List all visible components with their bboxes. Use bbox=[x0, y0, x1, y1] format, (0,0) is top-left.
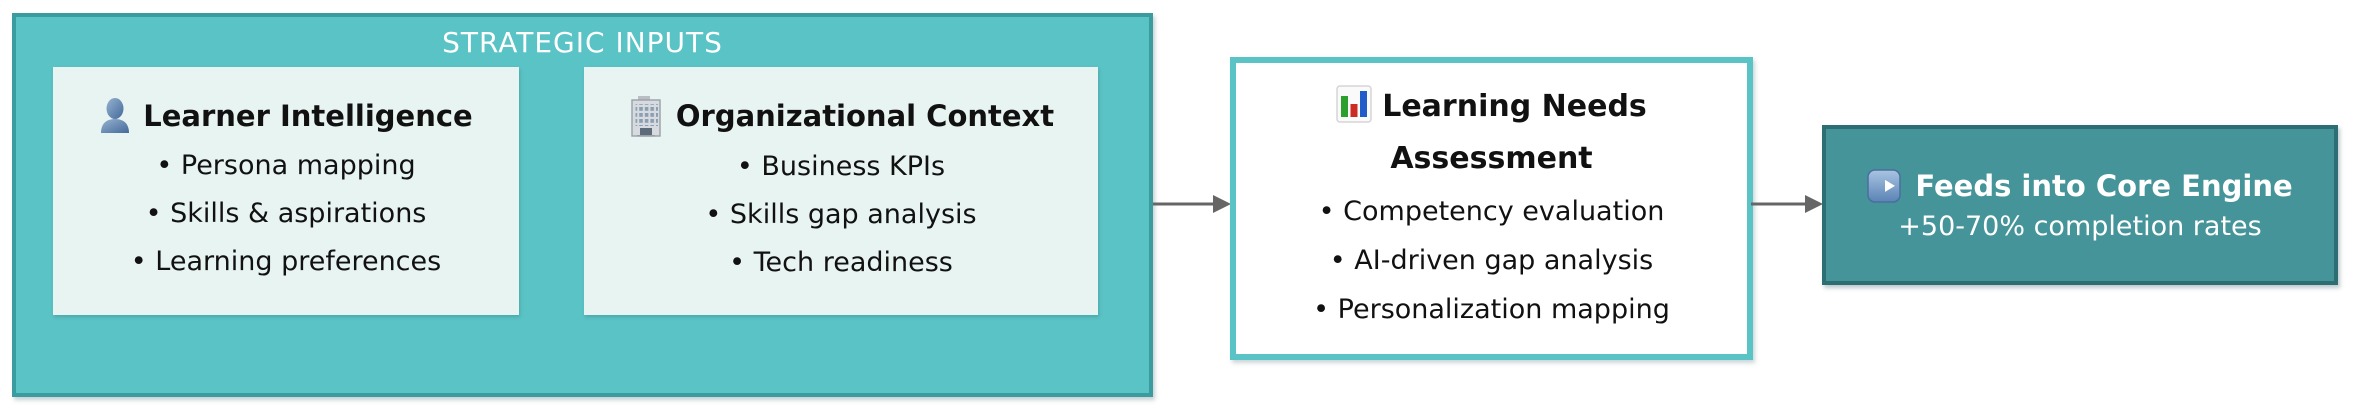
learner-intelligence-title: Learner Intelligence bbox=[143, 99, 473, 133]
organizational-context-title-row: Organizational Context bbox=[628, 95, 1054, 137]
organizational-context-bullets: Business KPIs Skills gap analysis Tech r… bbox=[705, 143, 977, 287]
bullet-item: Tech readiness bbox=[705, 239, 976, 287]
core-engine-box: Feeds into Core Engine +50-70% completio… bbox=[1822, 125, 2338, 285]
organizational-context-title: Organizational Context bbox=[675, 99, 1055, 133]
bar-chart-icon bbox=[1336, 84, 1372, 136]
bullet-item: Persona mapping bbox=[131, 142, 441, 190]
organizational-context-box: Organizational Context Business KPIs Ski… bbox=[584, 67, 1098, 315]
learning-needs-assessment-bullets: Competency evaluation AI-driven gap anal… bbox=[1313, 187, 1670, 334]
bullet-item: Skills gap analysis bbox=[705, 191, 977, 239]
arrow-inputs-to-assessment bbox=[1153, 192, 1233, 216]
bullet-item: Skills & aspirations bbox=[131, 190, 441, 238]
core-engine-title: Feeds into Core Engine bbox=[1915, 168, 2293, 203]
learning-needs-assessment-box: Learning Needs Assessment Competency eva… bbox=[1230, 57, 1753, 360]
learning-needs-assessment-title-text: Learning Needs Assessment bbox=[1382, 88, 1647, 176]
bullet-item: Learning preferences bbox=[131, 238, 441, 286]
learning-needs-assessment-title: Learning Needs Assessment bbox=[1312, 84, 1672, 181]
core-engine-title-row: Feeds into Core Engine bbox=[1867, 168, 2293, 203]
bullet-item: Competency evaluation bbox=[1313, 187, 1670, 236]
arrow-assessment-to-core-engine bbox=[1751, 192, 1825, 216]
office-building-icon bbox=[628, 95, 664, 137]
arrow-right-button-icon bbox=[1867, 168, 1902, 203]
bullet-item: AI-driven gap analysis bbox=[1313, 236, 1670, 285]
learner-intelligence-title-row: Learner Intelligence bbox=[99, 96, 473, 136]
bullet-item: Business KPIs bbox=[705, 143, 976, 191]
learner-intelligence-box: Learner Intelligence Persona mapping Ski… bbox=[53, 67, 519, 315]
bullet-item: Personalization mapping bbox=[1313, 285, 1670, 334]
person-icon bbox=[99, 97, 131, 135]
core-engine-subtitle: +50-70% completion rates bbox=[1898, 210, 2262, 242]
strategic-inputs-title: STRATEGIC INPUTS bbox=[442, 26, 723, 59]
learner-intelligence-bullets: Persona mapping Skills & aspirations Lea… bbox=[131, 142, 441, 286]
